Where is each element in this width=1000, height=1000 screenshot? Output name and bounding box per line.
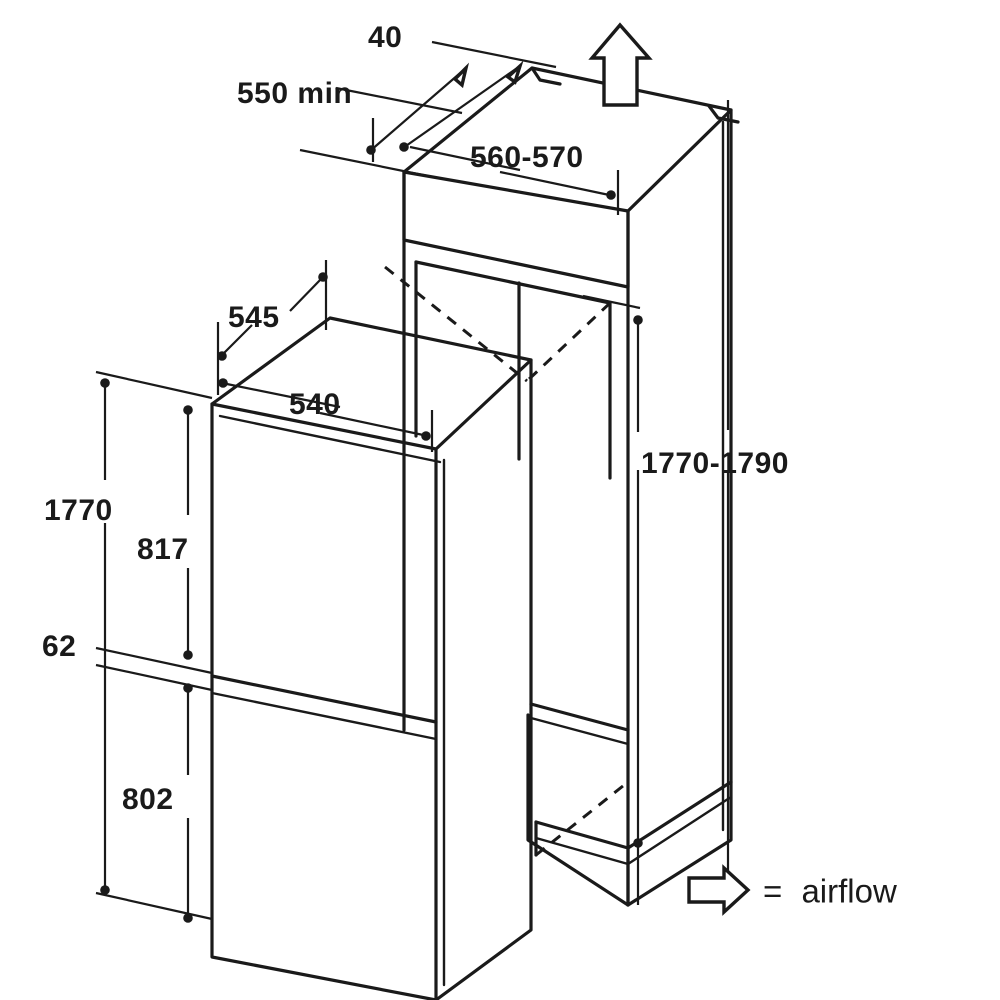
airflow-arrow-right <box>687 864 751 916</box>
cabinet-base-right-top <box>626 780 733 850</box>
airflow-arrow-right-shape <box>687 864 751 916</box>
dim-540-leader-left <box>221 381 341 409</box>
dim-label-appliance-height: 1770 <box>44 494 113 527</box>
dimension-40 <box>335 40 557 152</box>
cabinet-base-rail-top <box>529 702 630 732</box>
dimension-802 <box>183 683 193 923</box>
cabinet-front-rail-lower-edge <box>402 238 630 289</box>
dimension-560-570 <box>409 145 620 215</box>
airflow-legend-text: = airflow <box>763 875 897 908</box>
cabinet-right-panel <box>626 108 733 907</box>
dim-545-dot-lower <box>217 351 227 361</box>
airflow-arrow-up-shape <box>588 22 653 107</box>
dim-802-dot-top <box>183 683 193 693</box>
cabinet-base-rail-bottom <box>529 716 630 746</box>
dim-1770-dot-bottom <box>100 885 110 895</box>
dim-550-line <box>369 67 467 152</box>
dim-40-arrow-top <box>505 60 524 85</box>
airflow-arrow-up <box>588 22 653 107</box>
dimension-540 <box>218 378 434 452</box>
dim-1770-ext-bottom <box>95 891 213 921</box>
dim-label-niche-height: 1770-1790 <box>641 447 789 480</box>
dim-550-dot-bottom <box>366 145 376 155</box>
dim-545-leader-upper <box>289 277 323 312</box>
dimension-1770 <box>95 370 213 921</box>
dim-label-door-gap: 62 <box>42 630 77 663</box>
dim-62-ext-lower <box>95 663 213 692</box>
dim-1790-dot-bottom <box>633 838 643 848</box>
cabinet-base-front <box>534 820 630 907</box>
dim-540-line <box>319 411 429 438</box>
dim-label-depth-gap-top: 40 <box>368 21 403 54</box>
dim-label-fridge-door-height: 817 <box>137 533 189 566</box>
dim-40-ext-lower <box>335 86 463 115</box>
dim-817-dot-top <box>183 405 193 415</box>
dim-1770-ext-top <box>95 370 213 400</box>
appliance-top-face <box>210 316 533 451</box>
dim-40-dot-bottom <box>399 142 409 152</box>
dim-540-dot-left <box>218 378 228 388</box>
dimension-545 <box>216 260 328 395</box>
airflow-legend-label: airflow <box>801 872 897 910</box>
dim-550-arrow-top <box>452 62 470 89</box>
cabinet-front-rail <box>402 170 630 289</box>
appliance-body <box>210 316 533 1000</box>
cabinet-carcass <box>384 66 740 907</box>
niche-inner-top-edge <box>414 260 612 305</box>
dimension-1770-1790 <box>582 100 730 905</box>
dim-802-dot-bottom <box>183 913 193 923</box>
cabinet-top-notch-left <box>530 66 562 86</box>
dim-560-dot-right <box>606 190 616 200</box>
dim-540-dot-right <box>421 431 431 441</box>
dim-550-ext-lower <box>299 148 429 178</box>
dim-1770-dot-top <box>100 378 110 388</box>
dim-62-ext-upper <box>95 646 213 675</box>
appliance-right-panel <box>434 358 533 1000</box>
dim-label-niche-width: 560-570 <box>470 141 584 174</box>
dim-1790-ext-top <box>582 294 641 310</box>
dimension-62 <box>95 646 213 692</box>
dim-label-freezer-door-height: 802 <box>122 783 174 816</box>
door-split-lower <box>210 691 438 741</box>
cabinet-base-right-edge <box>626 795 733 866</box>
dim-40-ext-upper <box>431 40 557 69</box>
dim-label-appliance-depth: 545 <box>228 301 280 334</box>
cabinet-top-face <box>402 66 733 213</box>
dim-545-leader-lower <box>221 324 253 356</box>
dimension-817 <box>183 405 193 660</box>
cabinet-base-front-edge <box>534 836 630 866</box>
cabinet-base-left <box>526 713 630 907</box>
appliance-door-top-reveal <box>218 414 442 464</box>
hidden-edge-upper-left <box>384 265 528 383</box>
dim-560-line <box>499 170 615 198</box>
dim-40-line <box>402 65 521 149</box>
dim-817-dot-bottom <box>183 650 193 660</box>
dim-560-leader-left <box>409 145 521 172</box>
dim-label-niche-depth-min: 550 min <box>237 77 353 110</box>
hidden-edge-upper-right <box>525 301 612 383</box>
appliance-front-left <box>210 402 438 1000</box>
dim-label-appliance-width: 540 <box>289 388 341 421</box>
door-split-upper <box>210 674 438 724</box>
dimension-550-min <box>299 62 470 178</box>
airflow-legend-equals: = <box>763 872 783 910</box>
